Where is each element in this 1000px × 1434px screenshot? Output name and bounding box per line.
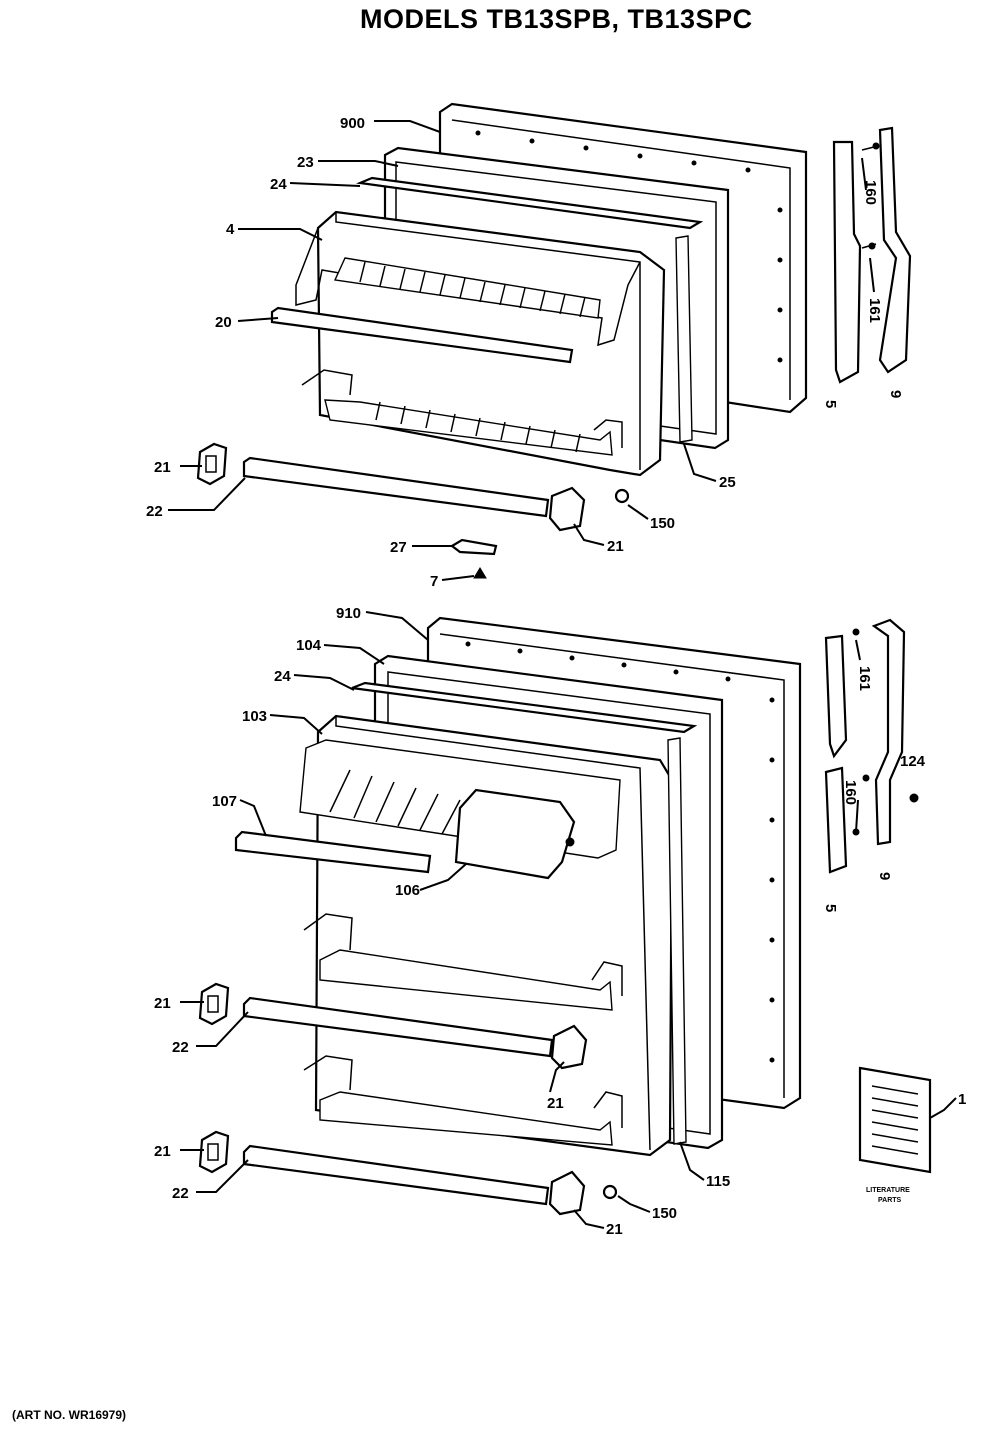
freezer-breaker-strip (355, 176, 704, 230)
fresh-food-leader-lines (180, 611, 957, 1229)
freezer-rail-cap-left (196, 442, 228, 486)
fresh-food-hinge-cover-lower (824, 766, 848, 874)
freezer-stop-bracket (450, 538, 498, 556)
freezer-door-assembly (196, 102, 912, 579)
fresh-food-handle (871, 618, 906, 846)
fresh-food-hinge-cover-upper (824, 634, 848, 759)
label-24: 24 (270, 176, 287, 193)
dairy-door (454, 788, 576, 880)
label-22: 22 (172, 1039, 189, 1056)
label-150: 150 (650, 515, 675, 532)
fresh-food-bin-rail-lower (242, 1144, 550, 1206)
fresh-food-rail-cap-right-lower (548, 1170, 586, 1216)
label-24: 24 (274, 668, 291, 685)
label-160: 160 (842, 780, 859, 805)
freezer-hinge-cover (832, 140, 862, 384)
label-4: 4 (226, 221, 235, 238)
page-title: MODELS TB13SPB, TB13SPC (360, 4, 753, 34)
fresh-food-door-assembly (198, 616, 932, 1216)
label-5: 5 (822, 400, 839, 408)
label-910: 910 (336, 605, 361, 622)
label-103: 103 (242, 708, 267, 725)
label-21: 21 (154, 1143, 171, 1160)
label-124: 124 (900, 753, 926, 770)
freezer-bin-rail (242, 456, 550, 518)
label-161: 161 (866, 298, 883, 323)
label-25: 25 (719, 474, 736, 491)
freezer-shelf-rail (270, 306, 574, 364)
fresh-food-rail-cap-left-upper (198, 982, 230, 1026)
freezer-handle (878, 126, 912, 374)
label-23: 23 (297, 154, 314, 171)
label-21: 21 (606, 1221, 623, 1238)
art-number: (ART NO. WR16979) (12, 1408, 127, 1422)
literature-caption-line2: PARTS (878, 1197, 902, 1204)
literature-parts-booklet (858, 1066, 932, 1174)
label-9: 9 (887, 390, 904, 398)
label-5: 5 (822, 904, 839, 912)
label-107: 107 (212, 793, 237, 810)
label-21: 21 (547, 1095, 564, 1112)
label-160: 160 (862, 180, 879, 205)
label-21: 21 (154, 459, 171, 476)
label-161: 161 (856, 666, 873, 691)
fresh-food-bin-rail-upper (242, 996, 554, 1058)
label-9: 9 (876, 872, 893, 880)
fresh-food-rail-cap-left-lower (198, 1130, 230, 1174)
fresh-food-shelf-rail (234, 830, 432, 874)
label-20: 20 (215, 314, 232, 331)
freezer-strip (675, 235, 693, 443)
freezer-screw-small (473, 567, 487, 579)
label-21: 21 (607, 538, 624, 555)
label-115: 115 (706, 1173, 730, 1190)
fresh-food-breaker-strip (351, 681, 698, 734)
label-1: 1 (958, 1091, 966, 1108)
label-7: 7 (430, 573, 438, 590)
label-21: 21 (154, 995, 171, 1012)
label-106: 106 (395, 882, 420, 899)
label-104: 104 (296, 637, 322, 654)
label-22: 22 (172, 1185, 189, 1202)
label-150: 150 (652, 1205, 677, 1222)
fresh-food-strip (667, 737, 687, 1145)
label-900: 900 (340, 115, 365, 132)
freezer-leader-lines (168, 120, 875, 581)
fresh-food-screw (602, 1184, 618, 1200)
fresh-food-rail-cap-right-upper (550, 1024, 588, 1070)
freezer-screw (614, 488, 630, 504)
freezer-rail-cap-right (548, 486, 586, 532)
literature-caption-line1: LITERATURE (866, 1187, 910, 1194)
label-27: 27 (390, 539, 407, 556)
label-22: 22 (146, 503, 163, 520)
